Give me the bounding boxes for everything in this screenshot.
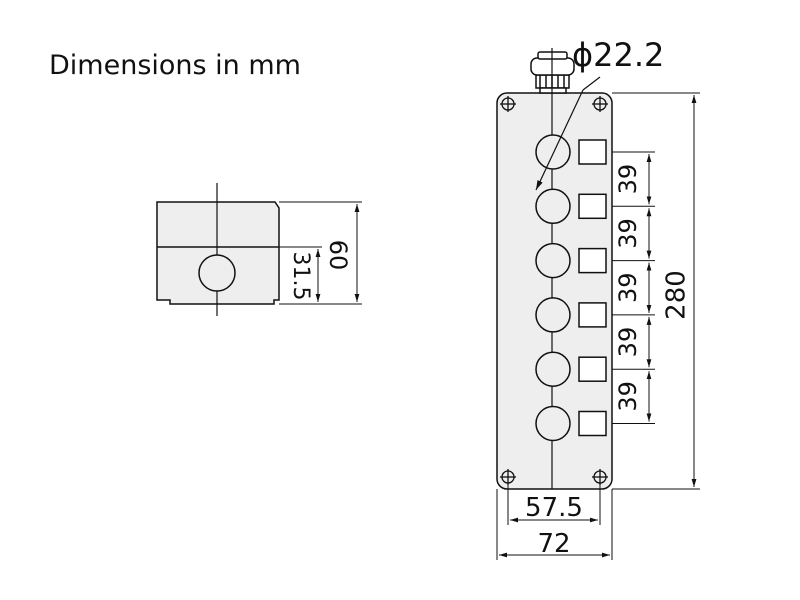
hole-diameter-label: ϕ22.2: [572, 36, 664, 74]
button-hole: [535, 297, 571, 333]
pitch-dimensions: [612, 151, 655, 424]
pitch-label: 39: [614, 272, 642, 303]
side-view: [156, 183, 362, 316]
label-plate: [578, 139, 607, 165]
button-hole: [535, 405, 571, 442]
hole-center-label: 31.5: [288, 252, 313, 301]
total-height-label: 280: [662, 270, 692, 320]
pitch-label: 39: [614, 381, 642, 412]
height-label: 60: [324, 240, 352, 271]
mount-spacing-label: 57.5: [525, 493, 583, 523]
button-hole: [535, 134, 571, 170]
total-height-dimension: [612, 92, 700, 490]
page-title: Dimensions in mm: [49, 50, 301, 81]
button-holes: [535, 134, 607, 442]
button-hole: [535, 188, 571, 225]
side-view-button-hole: [198, 254, 236, 292]
pitch-label: 39: [614, 164, 642, 195]
bottom-dimensions: [496, 483, 613, 560]
diameter-leader: [535, 76, 601, 191]
label-plate: [578, 410, 607, 437]
label-plate: [578, 193, 607, 220]
front-view: [496, 48, 613, 490]
button-hole: [535, 242, 571, 279]
side-view-body: [156, 201, 280, 305]
pitch-label: 39: [614, 218, 642, 249]
label-plate: [578, 247, 607, 274]
width-label: 72: [537, 529, 570, 559]
label-plate: [578, 302, 607, 328]
button-hole: [535, 351, 571, 387]
pitch-label: 39: [614, 327, 642, 358]
label-plate: [578, 356, 607, 382]
